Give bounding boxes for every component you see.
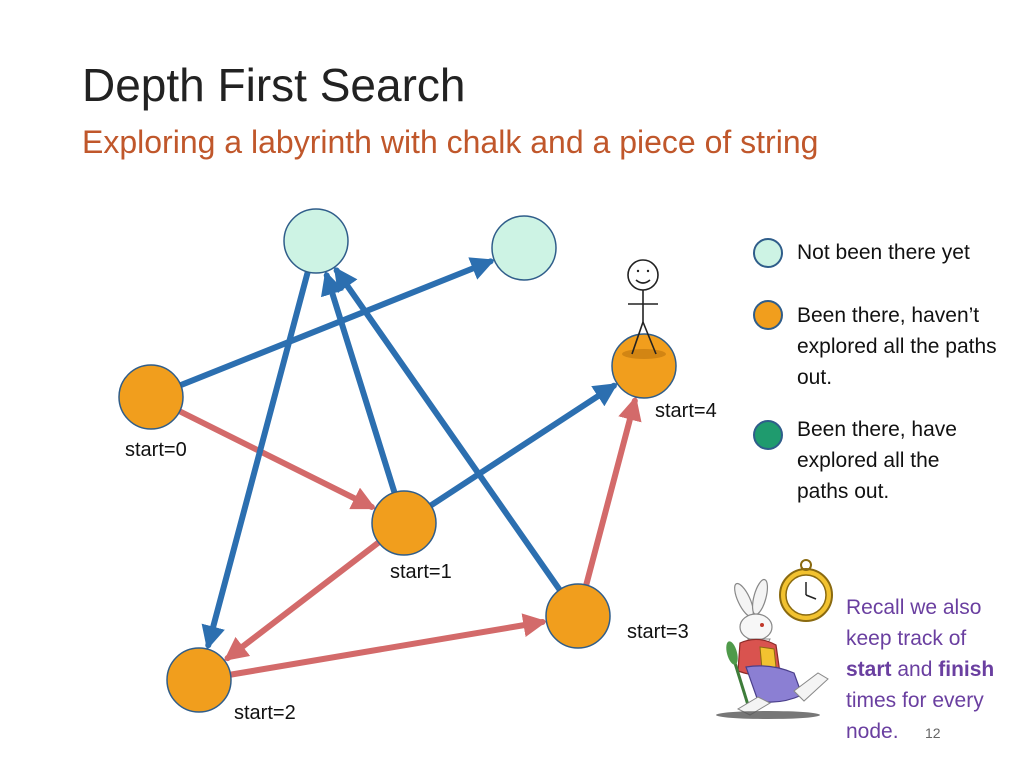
legend-text-done: Been there, have explored all the paths … <box>797 418 957 503</box>
node-n1 <box>371 490 437 556</box>
node-n0 <box>118 364 184 430</box>
legend-swatch-in-progress <box>753 300 783 330</box>
recall-start-word: start <box>846 658 892 681</box>
edges-layer <box>174 257 642 679</box>
edge-n5-n2 <box>201 266 312 650</box>
white-rabbit-with-clock-icon <box>716 559 833 719</box>
recall-text-mid: and <box>891 658 939 681</box>
page-number: 12 <box>925 725 941 741</box>
node-n5 <box>283 208 349 274</box>
recall-text-pre: Recall we also keep track of <box>846 596 982 650</box>
edge-n3-n4 <box>582 396 642 590</box>
chalk-mark <box>622 349 666 359</box>
node-n6 <box>491 215 557 281</box>
edge-n1-n4 <box>426 382 618 510</box>
edge-n1-n5 <box>320 270 399 498</box>
legend-swatch-done <box>753 420 783 450</box>
legend-text-unvisited: Not been there yet <box>797 241 970 264</box>
nodes-layer <box>118 208 677 713</box>
node-label-n2: start=2 <box>234 702 296 724</box>
recall-note: Recall we also keep track of start and f… <box>846 592 1016 747</box>
stick-figure-icon <box>627 259 659 355</box>
edge-n2-n3 <box>225 613 548 679</box>
edge-n3-n5 <box>333 266 564 595</box>
node-n2 <box>166 647 232 713</box>
recall-text-post: times for every node. <box>846 689 984 743</box>
node-label-n0: start=0 <box>125 439 187 461</box>
edge-n1-n2 <box>223 538 384 662</box>
node-n3 <box>545 583 611 649</box>
recall-finish-word: finish <box>938 658 995 681</box>
labels-layer: start=0 start=1 start=2 start=3 start=4 <box>125 400 717 724</box>
node-label-n1: start=1 <box>390 561 452 583</box>
slide-subtitle: Exploring a labyrinth with chalk and a p… <box>82 124 819 160</box>
node-label-n3: start=3 <box>627 621 689 643</box>
node-n4 <box>611 333 677 399</box>
legend-swatch-unvisited <box>753 238 783 268</box>
slide-title: Depth First Search <box>82 59 466 111</box>
node-label-n4: start=4 <box>655 400 717 422</box>
edge-n0-n1 <box>174 407 377 510</box>
edge-n0-n6 <box>175 257 496 389</box>
legend-text-in-progress: Been there, haven’t explored all the pat… <box>797 304 997 389</box>
